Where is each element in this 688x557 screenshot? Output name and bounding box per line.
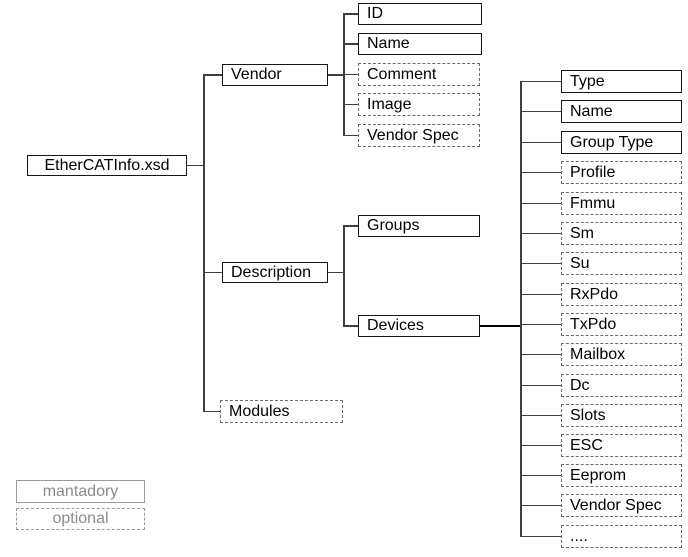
connector-line xyxy=(520,444,561,447)
tree-node-device-dc: Dc xyxy=(561,374,682,397)
tree-node-device-type: Type xyxy=(561,70,682,93)
tree-node-devices: Devices xyxy=(358,315,480,337)
tree-node-device-fmmu: Fmmu xyxy=(561,192,682,215)
connector-line xyxy=(328,74,345,76)
tree-node-vendor-comment: Comment xyxy=(358,63,480,86)
tree-node-vendor-id: ID xyxy=(358,3,482,25)
tree-node-root: EtherCATInfo.xsd xyxy=(27,155,187,176)
connector-line xyxy=(520,323,561,326)
connector-line xyxy=(203,74,205,413)
tree-node-device-mailbox: Mailbox xyxy=(561,343,682,366)
connector-line xyxy=(343,325,358,327)
legend-mandatory-box: mantadory xyxy=(16,480,145,503)
connector-line xyxy=(520,202,561,205)
tree-node-modules: Modules xyxy=(220,400,343,423)
connector-line xyxy=(343,134,358,137)
legend-optional-box: optional xyxy=(16,508,145,530)
tree-node-device-slots: Slots xyxy=(561,404,682,427)
connector-line xyxy=(520,141,561,144)
connector-line xyxy=(520,80,522,538)
tree-node-device-esc: ESC xyxy=(561,434,682,457)
tree-node-device-more: .... xyxy=(561,525,682,548)
connector-line xyxy=(187,164,205,167)
tree-node-device-sm: Sm xyxy=(561,222,682,245)
connector-line xyxy=(520,293,561,296)
tree-node-device-txpdo: TxPdo xyxy=(561,313,682,336)
connector-line xyxy=(520,414,561,417)
connector-line xyxy=(520,80,561,83)
connector-line xyxy=(343,43,358,45)
connector-line xyxy=(203,410,220,413)
connector-line xyxy=(520,232,561,235)
tree-node-groups: Groups xyxy=(358,215,480,237)
connector-line xyxy=(343,73,358,76)
tree-node-vendor-vendor-spec: Vendor Spec xyxy=(358,124,480,147)
connector-line xyxy=(520,474,561,477)
connector-line xyxy=(343,225,345,327)
connector-line xyxy=(520,262,561,265)
tree-node-device-group-type: Group Type xyxy=(561,131,682,154)
tree-node-vendor: Vendor xyxy=(222,64,328,86)
tree-node-device-profile: Profile xyxy=(561,161,682,184)
tree-node-device-vendor-spec: Vendor Spec xyxy=(561,494,682,517)
connector-line xyxy=(520,171,561,174)
tree-node-device-rxpdo: RxPdo xyxy=(561,283,682,306)
tree-node-device-name: Name xyxy=(561,100,682,123)
connector-line xyxy=(520,110,561,113)
connector-line xyxy=(520,353,561,356)
connector-line xyxy=(520,384,561,387)
connector-line-thick xyxy=(480,324,522,328)
tree-node-vendor-name: Name xyxy=(358,33,482,55)
connector-line xyxy=(328,271,345,274)
tree-node-description: Description xyxy=(222,262,328,283)
connector-line xyxy=(343,103,358,106)
tree-node-vendor-image: Image xyxy=(358,93,480,116)
connector-line xyxy=(520,504,561,507)
connector-line xyxy=(343,13,358,15)
tree-node-device-eeprom: Eeprom xyxy=(561,464,682,487)
connector-line xyxy=(203,271,222,274)
connector-line xyxy=(203,74,222,76)
connector-line xyxy=(520,535,561,538)
tree-node-device-su: Su xyxy=(561,252,682,275)
connector-line xyxy=(343,225,358,227)
